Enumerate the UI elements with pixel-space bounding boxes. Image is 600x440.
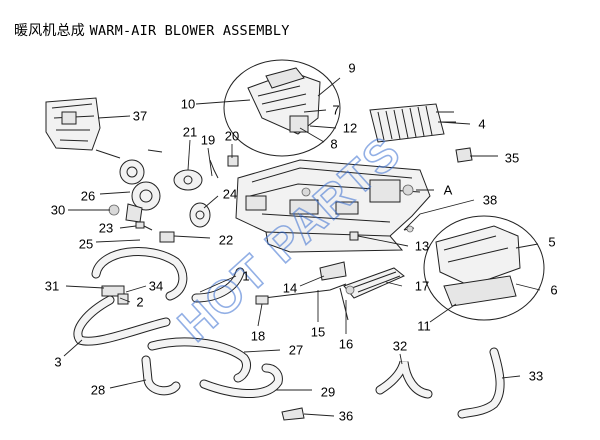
hose-29: [199, 363, 283, 398]
callout-38: 38: [483, 193, 497, 208]
part-35-clip: [455, 147, 473, 163]
part-37-bracket: [45, 97, 101, 151]
callout-9: 9: [348, 61, 355, 76]
part-12-13-38-screws: [349, 225, 415, 241]
part-22-23-fittings: [135, 221, 175, 243]
hose-3: [73, 295, 171, 346]
title-english: WARM-AIR BLOWER ASSEMBLY: [89, 23, 290, 39]
hose-27: [147, 337, 251, 383]
callout-13: 13: [415, 239, 429, 254]
callout-16: 16: [339, 337, 353, 352]
callout-4: 4: [478, 117, 485, 132]
callout-22: 22: [219, 233, 233, 248]
part-19-20-connectors: [209, 155, 239, 179]
part-5-6-11-duct-detail: [423, 215, 545, 321]
callout-23: 23: [99, 221, 113, 236]
callout-3: 3: [54, 355, 61, 370]
callout-35: 35: [505, 151, 519, 166]
callout-18: 18: [251, 329, 265, 344]
callout-27: 27: [289, 343, 303, 358]
callout-36: 36: [339, 409, 353, 424]
hose-1: [91, 247, 188, 301]
callout-2: 2: [136, 295, 143, 310]
callout-10: 10: [181, 97, 195, 112]
part-21-26-30-blower-motor: [95, 149, 203, 223]
callout-19: 19: [201, 133, 215, 148]
callout-32: 32: [393, 339, 407, 354]
callout-6: 6: [550, 283, 557, 298]
hose-28: [141, 355, 181, 396]
callout-26: 26: [81, 189, 95, 204]
callout-37: 37: [133, 109, 147, 124]
callout-1: 1: [242, 269, 249, 284]
callout-7: 7: [332, 103, 339, 118]
callout-21: 21: [183, 125, 197, 140]
leader-lines: [63, 77, 541, 417]
callout-24: 24: [223, 187, 237, 202]
callout-30: 30: [51, 203, 65, 218]
callout-29: 29: [321, 385, 335, 400]
hose-1b: [191, 267, 245, 303]
callout-25: 25: [79, 237, 93, 252]
callout-A: A: [444, 183, 453, 198]
callout-34: 34: [149, 279, 163, 294]
part-36-clip: [281, 407, 305, 421]
callout-28: 28: [91, 383, 105, 398]
main-housing: [235, 159, 431, 253]
callout-15: 15: [311, 325, 325, 340]
part-24-actuator: [189, 202, 211, 228]
hose-33: [457, 347, 505, 419]
callout-33: 33: [529, 369, 543, 384]
callout-8: 8: [330, 137, 337, 152]
callout-11: 11: [417, 319, 431, 334]
callout-20: 20: [225, 129, 239, 144]
callout-31: 31: [45, 279, 59, 294]
diagram-title: 暖风机总成 WARM-AIR BLOWER ASSEMBLY: [14, 20, 290, 40]
title-chinese: 暖风机总成: [14, 23, 85, 39]
callout-12: 12: [343, 121, 357, 136]
callout-17: 17: [415, 279, 429, 294]
part-7-10-flap-assembly: [223, 59, 341, 157]
callout-5: 5: [548, 235, 555, 250]
part-17-grille: [343, 267, 405, 299]
hose-32: [375, 360, 433, 399]
callout-14: 14: [283, 281, 297, 296]
part-14-15-16-18-linkages: [255, 261, 349, 321]
part-4-heater-core: [369, 103, 456, 143]
